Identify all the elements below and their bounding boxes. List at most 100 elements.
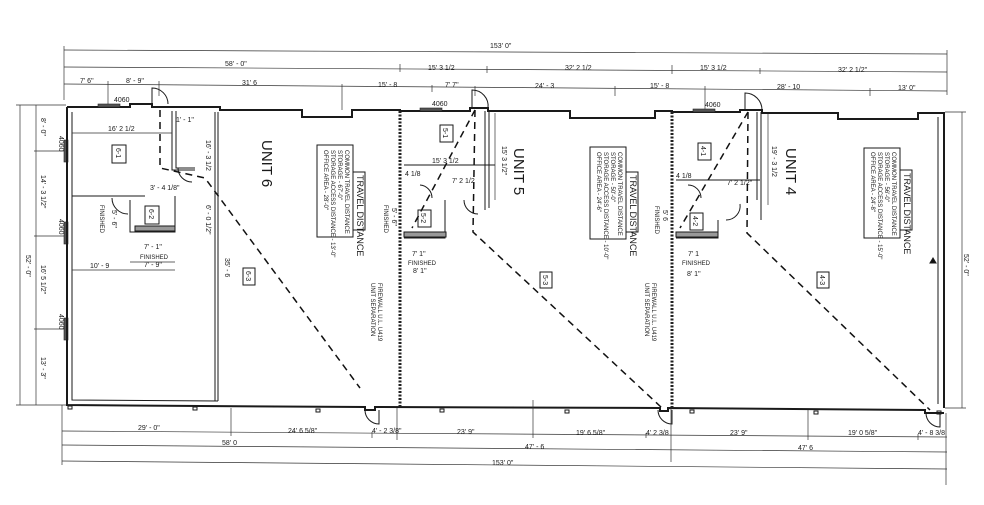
dim-58-0: 58' - 0"	[225, 61, 247, 68]
bottom-dimensions: 29' - 0" 24' 6 5/8" 4' - 2 3/8" 23' 9" 1…	[61, 400, 948, 485]
dim-15-3-a: 15' 3 1/2	[428, 65, 455, 72]
dim-47-6-b: 47' 6	[798, 445, 813, 452]
unit-4-title: UNIT 4	[782, 148, 799, 195]
dim-7-6: 7' 6"	[80, 78, 94, 85]
unit5-travel-title: TRAVEL DISTANCE	[628, 175, 638, 256]
unit-5-title: UNIT 5	[510, 148, 527, 195]
unit6-office-width: 16' 2 1/2	[108, 126, 135, 133]
firewall-note-line2: FIREWALL U.L. U419	[650, 283, 656, 342]
dim-24-3: 24' - 3	[535, 83, 554, 90]
dim-4-2-a: 4' - 2 3/8"	[372, 428, 402, 435]
right-dimension: 52' - 0"	[945, 111, 969, 409]
dim-23-9-b: 23' 9"	[730, 430, 748, 437]
dim-29-0: 29' - 0"	[138, 425, 160, 432]
unit6-travel-title: TRAVEL DISTANCE	[355, 175, 365, 256]
unit4-finished-label: FINISHED	[682, 261, 711, 267]
dim-32-2-a: 32' 2 1/2	[565, 65, 592, 72]
dim-overall-bottom: 153' 0"	[492, 460, 514, 467]
unit-6-title: UNIT 6	[258, 140, 275, 187]
unit4-travel-line3: STORAGE ACCESS DISTANCE - 15'-0"	[876, 152, 882, 259]
unit5-finished-width: 8' 1"	[413, 268, 427, 275]
room-tag-4-2: 4-2	[691, 216, 698, 226]
unit6-warehouse-depth: 35' - 6	[223, 258, 230, 277]
unit4-corridor: 4 1/8	[676, 173, 692, 180]
room-tag-5-3: 5-3	[541, 275, 548, 285]
unit-6: 16' 2 1/2 1' - 1" 16' - 3 1/2 3' - 4 1/8…	[72, 110, 366, 401]
window-tag: 4060	[57, 314, 64, 330]
unit5-toilet-width: 7' 1"	[412, 251, 426, 258]
dim-24-6: 24' 6 5/8"	[288, 428, 318, 435]
dim-16-5-left: 16' 5 1/2"	[39, 265, 46, 295]
dim-13-3-left: 13' - 3"	[39, 357, 46, 379]
room-tag-6-2: 6-2	[147, 209, 154, 219]
firewall-note-line1: UNIT SEPARATION	[369, 283, 375, 336]
dim-19-0: 19' 0 5/8"	[848, 430, 878, 437]
unit4-finished-width: 8' 1"	[687, 271, 701, 278]
unit5-finished-side: 5' - 6"	[390, 208, 397, 226]
dim-8-0-left: 8' - 0"	[39, 118, 46, 136]
unit4-toilet-width: 7' 1	[688, 251, 699, 258]
unit5-door-width: 7' 2 1/2	[452, 178, 475, 185]
room-tag-5-1: 5-1	[441, 128, 448, 138]
dim-32-2-b: 32' 2 1/2"	[838, 67, 868, 74]
unit5-travel-line2: STORAGE - 50'-0"	[609, 152, 615, 202]
unit5-corridor: 4 1/8	[405, 171, 421, 178]
dim-58-0-bottom: 58' 0	[222, 440, 237, 447]
dim-14-3-left: 14' - 3 1/2"	[39, 175, 46, 209]
firewall-note-line2: FIREWALL U.L. U419	[376, 283, 382, 342]
dim-15-8-b: 15' - 8	[650, 83, 669, 90]
unit4-travel-line4: OFFICE AREA - 24'-8"	[869, 152, 875, 212]
unit6-door-offset: 1' - 1"	[176, 117, 194, 124]
unit6-finished-width: 7' - 9"	[144, 262, 162, 269]
dim-47-6-a: 47' - 6	[525, 444, 544, 451]
dim-overall-top: 153' 0"	[490, 43, 512, 50]
unit6-left-space: 10' - 9	[90, 263, 109, 270]
unit6-office-depth: 16' - 3 1/2	[204, 140, 211, 171]
unit6-travel-line4: OFFICE AREA - 28'-0"	[322, 150, 328, 210]
unit6-travel-line2: STORAGE - 67'-0"	[336, 150, 342, 200]
unit-5: 15' 3 1/2 15' 3 1/2" 4 1/8 7' 2 1/2 7' 1…	[382, 109, 663, 409]
room-tag-6-3: 6-3	[244, 271, 251, 281]
dim-13-0: 13' 0"	[898, 85, 916, 92]
dim-4-2-b: 4' 2 3/8	[646, 430, 669, 437]
unit6-travel-line1: COMMON TRAVEL DISTANCE	[343, 150, 349, 234]
window-tag: 4060	[432, 101, 448, 108]
unit6-toilet-width: 7' - 1"	[144, 244, 162, 251]
dim-7-7: 7' 7"	[445, 82, 459, 89]
dim-4-8: 4' - 8 3/8	[918, 430, 945, 437]
unit4-travel-line2: STORAGE - 56'-0"	[883, 152, 889, 202]
unit5-travel-line3: STORAGE ACCESS DISTANCE - 10'-0"	[602, 152, 608, 259]
unit6-finished-side: 5' - 6"	[110, 210, 117, 228]
dim-15-8-a: 15' - 8	[378, 82, 397, 89]
dim-23-9-a: 23' 9"	[457, 429, 475, 436]
unit4-finished-side-label: FINISHED	[653, 206, 659, 235]
unit5-finished-side-label: FINISHED	[382, 205, 388, 234]
unit6-finished-label: FINISHED	[140, 255, 169, 261]
dim-15-3-b: 15' 3 1/2	[700, 65, 727, 72]
unit5-office-width: 15' 3 1/2	[432, 158, 459, 165]
dim-31-6: 31' 6	[242, 80, 257, 87]
unit4-travel-title: TRAVEL DISTANCE	[902, 173, 912, 254]
window-tag: 4060	[705, 102, 721, 109]
room-tag-4-3: 4-3	[818, 275, 825, 285]
unit4-door-width: 7' 2 1/2"	[727, 180, 753, 187]
unit6-travel-line3: STORAGE ACCESS DISTANCE - 13'-0"	[329, 150, 335, 257]
dim-19-6: 19' 6 5/8"	[576, 430, 606, 437]
room-tag-5-2: 5-2	[419, 213, 426, 223]
room-tag-4-1: 4-1	[699, 146, 706, 156]
unit4-finished-side: 5' 6	[661, 210, 668, 221]
window-tag: 4060	[57, 136, 64, 152]
unit5-travel-line1: COMMON TRAVEL DISTANCE	[616, 152, 622, 236]
unit-4: 19' - 3 1/2 4 1/8 7' 2 1/2" 7' 1 FINISHE…	[653, 111, 937, 411]
top-dimensions: 153' 0" 58' - 0" 15' 3 1/2 32' 2 1/2 15'…	[63, 43, 948, 110]
window-tag: 4060	[57, 219, 64, 235]
unit6-toilet-depth: 6' - 0 1/2"	[204, 205, 211, 235]
unit6-corridor: 3' - 4 1/8"	[150, 185, 180, 192]
dim-8-9: 8' - 9"	[126, 78, 144, 85]
unit5-travel-line4: OFFICE AREA - 24'-6"	[595, 152, 601, 212]
dim-28-10: 28' - 10	[777, 84, 800, 91]
room-tag-6-1: 6-1	[114, 148, 121, 158]
unit4-travel-line1: COMMON TRAVEL DISTANCE	[890, 152, 896, 236]
dim-52-0-right: 52' - 0"	[962, 254, 969, 276]
